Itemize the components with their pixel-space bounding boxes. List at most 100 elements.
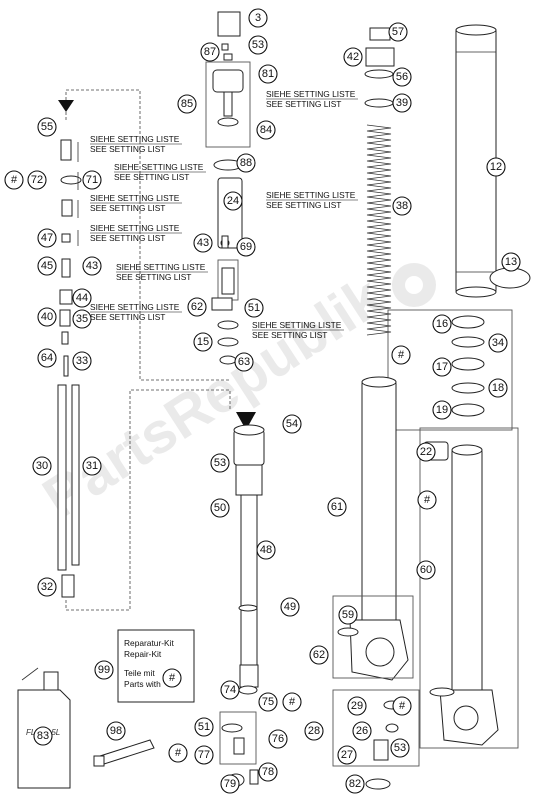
callout-15: 15 xyxy=(193,332,213,352)
setting-note-de: SIEHE SETTING LISTE xyxy=(114,162,204,172)
callout-label: 27 xyxy=(341,749,353,761)
callout-label: 57 xyxy=(392,26,404,38)
callout-57: 57 xyxy=(388,22,408,42)
callout-61: 61 xyxy=(327,497,347,517)
hash-label: # xyxy=(424,494,431,506)
callout-48: 48 xyxy=(256,540,276,560)
callout-79: 79 xyxy=(220,774,240,794)
callout-label: 59 xyxy=(342,609,354,621)
callout-51: 51 xyxy=(194,717,214,737)
callout-75: 75 xyxy=(258,692,278,712)
seal-kit-box xyxy=(387,309,513,431)
center-top-parts xyxy=(205,11,251,365)
hash-label: # xyxy=(175,747,182,759)
callout-label: 71 xyxy=(86,174,98,186)
callout-label: 99 xyxy=(98,664,110,676)
setting-note-de: SIEHE SETTING LISTE xyxy=(90,223,180,233)
callout-22: 22 xyxy=(416,442,436,462)
callout-label: 33 xyxy=(76,355,88,367)
callout-label: 61 xyxy=(331,501,343,513)
spring-column-parts xyxy=(364,27,395,336)
callout-label: 98 xyxy=(110,725,122,737)
callout-label: 38 xyxy=(396,200,408,212)
callout-label: 12 xyxy=(490,161,502,173)
callout-30: 30 xyxy=(32,456,52,476)
setting-note-en: SEE SETTING LIST xyxy=(90,203,165,213)
setting-note-de: SIEHE SETTING LISTE xyxy=(252,320,342,330)
callout-53: 53 xyxy=(248,35,268,55)
callout-label: 32 xyxy=(41,581,53,593)
setting-note-de: SIEHE SETTING LISTE xyxy=(90,134,180,144)
callout-label: 53 xyxy=(394,742,406,754)
callout-label: 18 xyxy=(492,382,504,394)
hash-marker: # xyxy=(391,345,411,365)
callout-label: 87 xyxy=(204,46,216,58)
callout-label: 28 xyxy=(308,725,320,737)
callout-label: 19 xyxy=(436,404,448,416)
grease-tube xyxy=(93,739,155,767)
callout-label: 55 xyxy=(41,121,53,133)
callout-78: 78 xyxy=(258,762,278,782)
hash-marker: # xyxy=(168,743,188,763)
callout-label: 69 xyxy=(240,241,252,253)
callout-label: 74 xyxy=(224,684,236,696)
callout-84: 84 xyxy=(256,120,276,140)
callout-59: 59 xyxy=(338,605,358,625)
callout-76: 76 xyxy=(268,729,288,749)
callout-label: 13 xyxy=(505,256,517,268)
callout-45: 45 xyxy=(37,256,57,276)
callout-88: 88 xyxy=(236,153,256,173)
hash-label: # xyxy=(11,174,18,186)
callout-38: 38 xyxy=(392,196,412,216)
right-fork-leg xyxy=(419,427,519,749)
callout-55: 55 xyxy=(37,117,57,137)
callout-56: 56 xyxy=(392,67,412,87)
callout-label: 53 xyxy=(252,39,264,51)
callout-34: 34 xyxy=(488,333,508,353)
callout-43: 43 xyxy=(193,233,213,253)
callout-label: 82 xyxy=(349,778,361,790)
callout-39: 39 xyxy=(392,93,412,113)
hash-label: # xyxy=(169,672,176,684)
callout-label: 43 xyxy=(197,237,209,249)
left-fork-leg xyxy=(332,376,414,681)
callout-label: 50 xyxy=(214,502,226,514)
callout-label: 3 xyxy=(255,12,261,24)
callout-47: 47 xyxy=(37,228,57,248)
setting-note-en: SEE SETTING LIST xyxy=(90,144,165,154)
callout-40: 40 xyxy=(37,307,57,327)
callout-29: 29 xyxy=(347,696,367,716)
callout-label: 60 xyxy=(420,564,432,576)
callout-16: 16 xyxy=(432,314,452,334)
repair-kit-card: Reparatur-Kit Repair-Kit Teile mit Parts… xyxy=(117,629,195,703)
callout-64: 64 xyxy=(37,348,57,368)
callout-85: 85 xyxy=(177,94,197,114)
callout-label: 48 xyxy=(260,544,272,556)
hash-label: # xyxy=(399,700,406,712)
callout-62: 62 xyxy=(309,645,329,665)
hash-marker: # xyxy=(417,490,437,510)
setting-note-en: SEE SETTING LIST xyxy=(114,172,189,182)
callout-33: 33 xyxy=(72,351,92,371)
callout-26: 26 xyxy=(352,721,372,741)
callout-label: 34 xyxy=(492,337,504,349)
callout-83: 83 xyxy=(33,726,53,746)
callout-label: 35 xyxy=(76,313,88,325)
callout-81: 81 xyxy=(258,64,278,84)
callout-label: 88 xyxy=(240,157,252,169)
callout-label: 24 xyxy=(227,195,239,207)
callout-label: 84 xyxy=(260,124,272,136)
callout-13: 13 xyxy=(501,252,521,272)
repair-kit-line-1: Reparatur-Kit xyxy=(124,638,174,648)
callout-53: 53 xyxy=(390,738,410,758)
callout-77: 77 xyxy=(194,745,214,765)
callout-label: 81 xyxy=(262,68,274,80)
